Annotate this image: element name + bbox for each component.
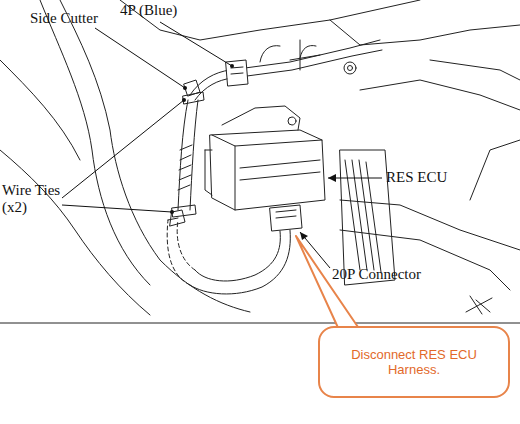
part-name: Side Cutter xyxy=(30,10,98,27)
connector-name: 20P Connector xyxy=(332,266,421,283)
connector-name: 4P (Blue) xyxy=(120,2,177,19)
part-name: Wire Ties (x2) xyxy=(2,182,72,217)
part-name: RES ECU xyxy=(386,169,447,186)
callout-bubble: Disconnect RES ECU Harness. xyxy=(318,326,510,398)
callout-text: Disconnect RES ECU Harness. xyxy=(330,347,498,377)
